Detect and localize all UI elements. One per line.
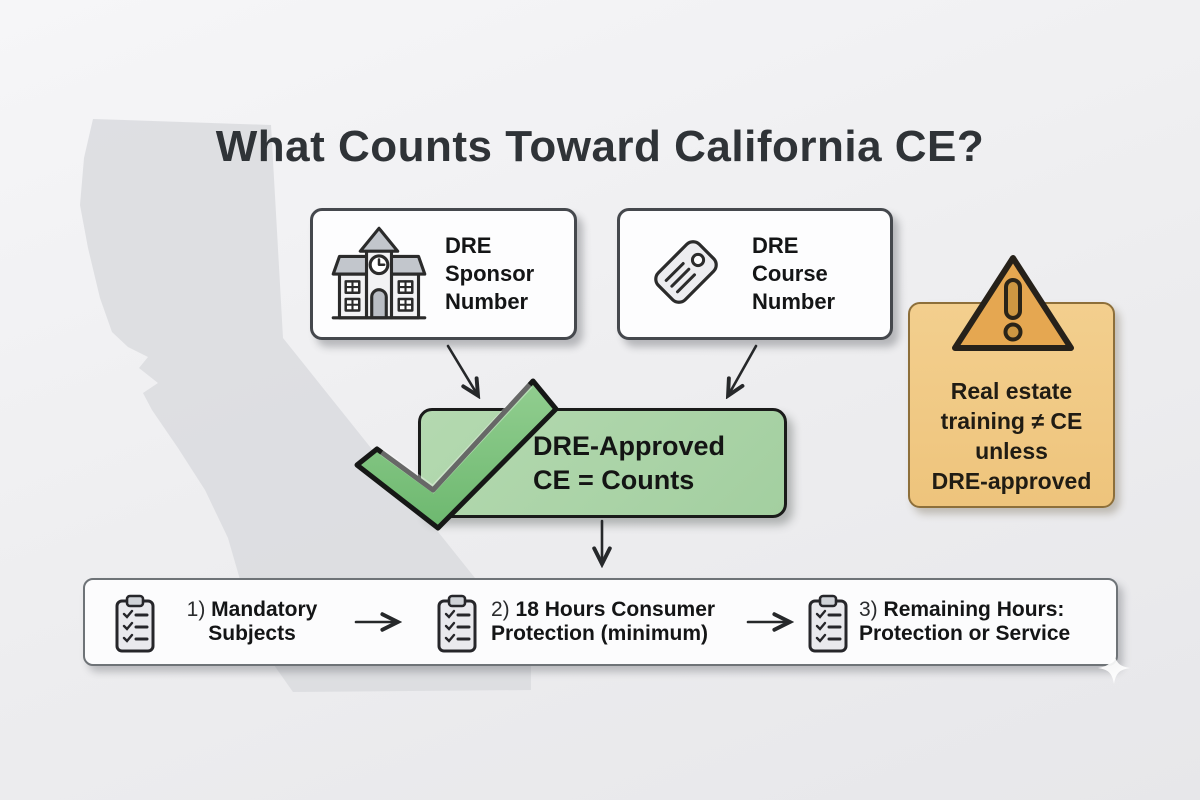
steps-bar: 1) Mandatory Subjects 2) 18 Hours Consum… bbox=[83, 578, 1118, 666]
clipboard-icon bbox=[435, 594, 479, 659]
sponsor-box: DRE Sponsor Number bbox=[310, 208, 577, 340]
step-item-3: 3) Remaining Hours: Protection or Servic… bbox=[859, 598, 1070, 646]
step-line-1: Remaining Hours: bbox=[883, 598, 1065, 621]
step-number: 1) bbox=[186, 598, 206, 621]
price-tag-icon bbox=[634, 220, 738, 329]
step-number: 3) bbox=[859, 598, 878, 621]
checkmark-icon bbox=[354, 378, 559, 531]
arrow-course-to-approved bbox=[729, 344, 758, 394]
step-line-2: Subjects bbox=[208, 622, 296, 645]
step-number: 2) bbox=[491, 598, 510, 621]
step-item-2: 2) 18 Hours Consumer Protection (minimum… bbox=[491, 598, 715, 646]
step-line-2: Protection or Service bbox=[859, 622, 1071, 645]
warning-card-label: Real estate training ≠ CE unless DRE-app… bbox=[931, 378, 1092, 494]
clipboard-icon bbox=[806, 594, 850, 659]
approved-box-label: DRE-Approved CE = Counts bbox=[533, 431, 726, 495]
course-box: DRE Course Number bbox=[617, 208, 893, 340]
step-line-1: Mandatory bbox=[211, 598, 318, 621]
sparkle-icon bbox=[1098, 652, 1130, 684]
step-line-1: 18 Hours Consumer bbox=[515, 598, 716, 621]
school-building-icon bbox=[327, 220, 431, 329]
warning-triangle-icon bbox=[952, 255, 1074, 351]
step-line-2: Protection (minimum) bbox=[491, 622, 709, 645]
clipboard-icon bbox=[113, 594, 157, 659]
step-item-1: 1) Mandatory Subjects bbox=[177, 598, 327, 646]
page-title: What Counts Toward California CE? bbox=[215, 122, 985, 171]
course-box-label: DRE Course Number bbox=[752, 233, 836, 314]
sponsor-box-label: DRE Sponsor Number bbox=[445, 233, 535, 314]
